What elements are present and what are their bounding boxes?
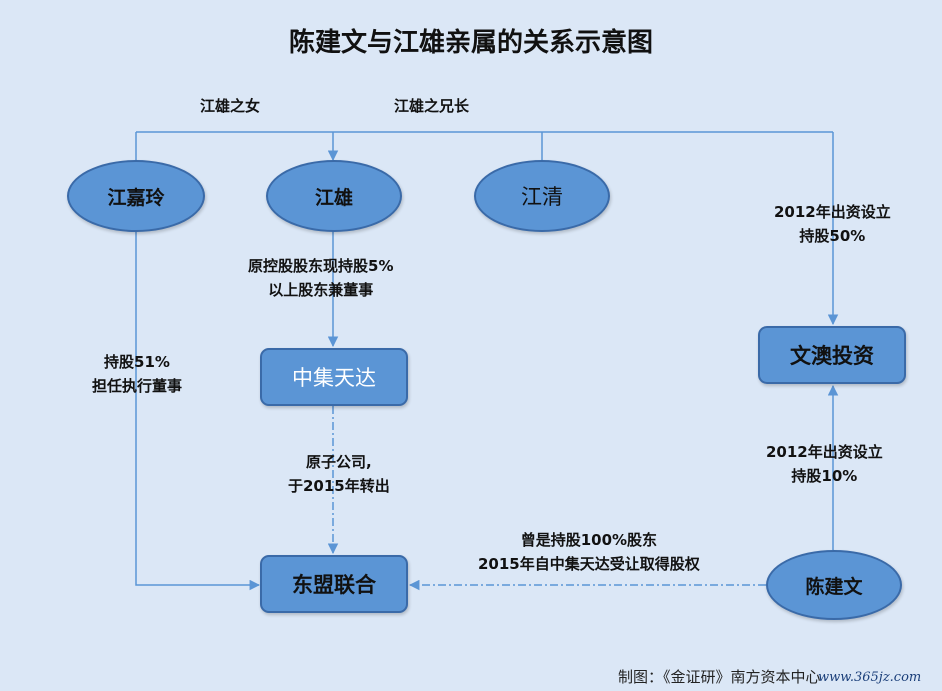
label-jiangxiong-role-line1: 原控股股东现持股5% bbox=[248, 257, 394, 275]
watermark: www.365jz.com bbox=[818, 670, 922, 685]
jiangjialing-to-dongmeng-arrow bbox=[135, 230, 261, 591]
label-elder-brother-text: 江雄之兄长 bbox=[394, 97, 470, 115]
label-jiangjialing-role-line2: 担任执行董事 bbox=[92, 377, 183, 395]
label-former-subsidiary-line2: 于2015年转出 bbox=[288, 477, 390, 495]
label-daughter: 江雄之女 bbox=[200, 94, 260, 118]
label-jiangxiong-role-line2: 以上股东兼董事 bbox=[268, 281, 374, 299]
footer-credit: 制图：《金证研》南方资本中心 bbox=[618, 668, 821, 686]
label-wenao-top-line1: 2012年出资设立 bbox=[774, 203, 891, 221]
node-chenjianwen: 陈建文 bbox=[766, 550, 902, 620]
label-wenao-top-line2: 持股50% bbox=[799, 227, 866, 245]
label-former-subsidiary: 原子公司, 于2015年转出 bbox=[288, 450, 390, 498]
node-jiangxiong: 江雄 bbox=[266, 160, 402, 232]
node-dongmenglianhe: 东盟联合 bbox=[260, 555, 408, 613]
label-chen-wenao: 2012年出资设立 持股10% bbox=[766, 440, 883, 488]
label-chen-dongmeng-line1: 曾是持股100%股东 bbox=[520, 531, 658, 549]
label-wenao-top: 2012年出资设立 持股50% bbox=[774, 200, 891, 248]
label-jiangjialing-role-line1: 持股51% bbox=[104, 353, 170, 371]
label-chen-wenao-line1: 2012年出资设立 bbox=[766, 443, 883, 461]
label-jiangjialing-role: 持股51% 担任执行董事 bbox=[92, 350, 182, 398]
label-chen-wenao-line2: 持股10% bbox=[791, 467, 858, 485]
label-former-subsidiary-line1: 原子公司, bbox=[306, 453, 372, 471]
node-wenaotouzi: 文澳投资 bbox=[758, 326, 906, 384]
label-daughter-text: 江雄之女 bbox=[200, 97, 261, 115]
node-jiangjialing: 江嘉玲 bbox=[67, 160, 205, 232]
diagram-title: 陈建文与江雄亲属的关系示意图 bbox=[288, 28, 653, 58]
node-zhongjitianda: 中集天达 bbox=[260, 348, 408, 406]
node-jiangqing: 江清 bbox=[474, 160, 610, 232]
label-elder-brother: 江雄之兄长 bbox=[394, 94, 469, 118]
label-jiangxiong-role: 原控股股东现持股5% 以上股东兼董事 bbox=[248, 254, 393, 302]
label-chen-dongmeng-line2: 2015年自中集天达受让取得股权 bbox=[478, 555, 700, 573]
label-chen-dongmeng: 曾是持股100%股东 2015年自中集天达受让取得股权 bbox=[478, 528, 700, 576]
